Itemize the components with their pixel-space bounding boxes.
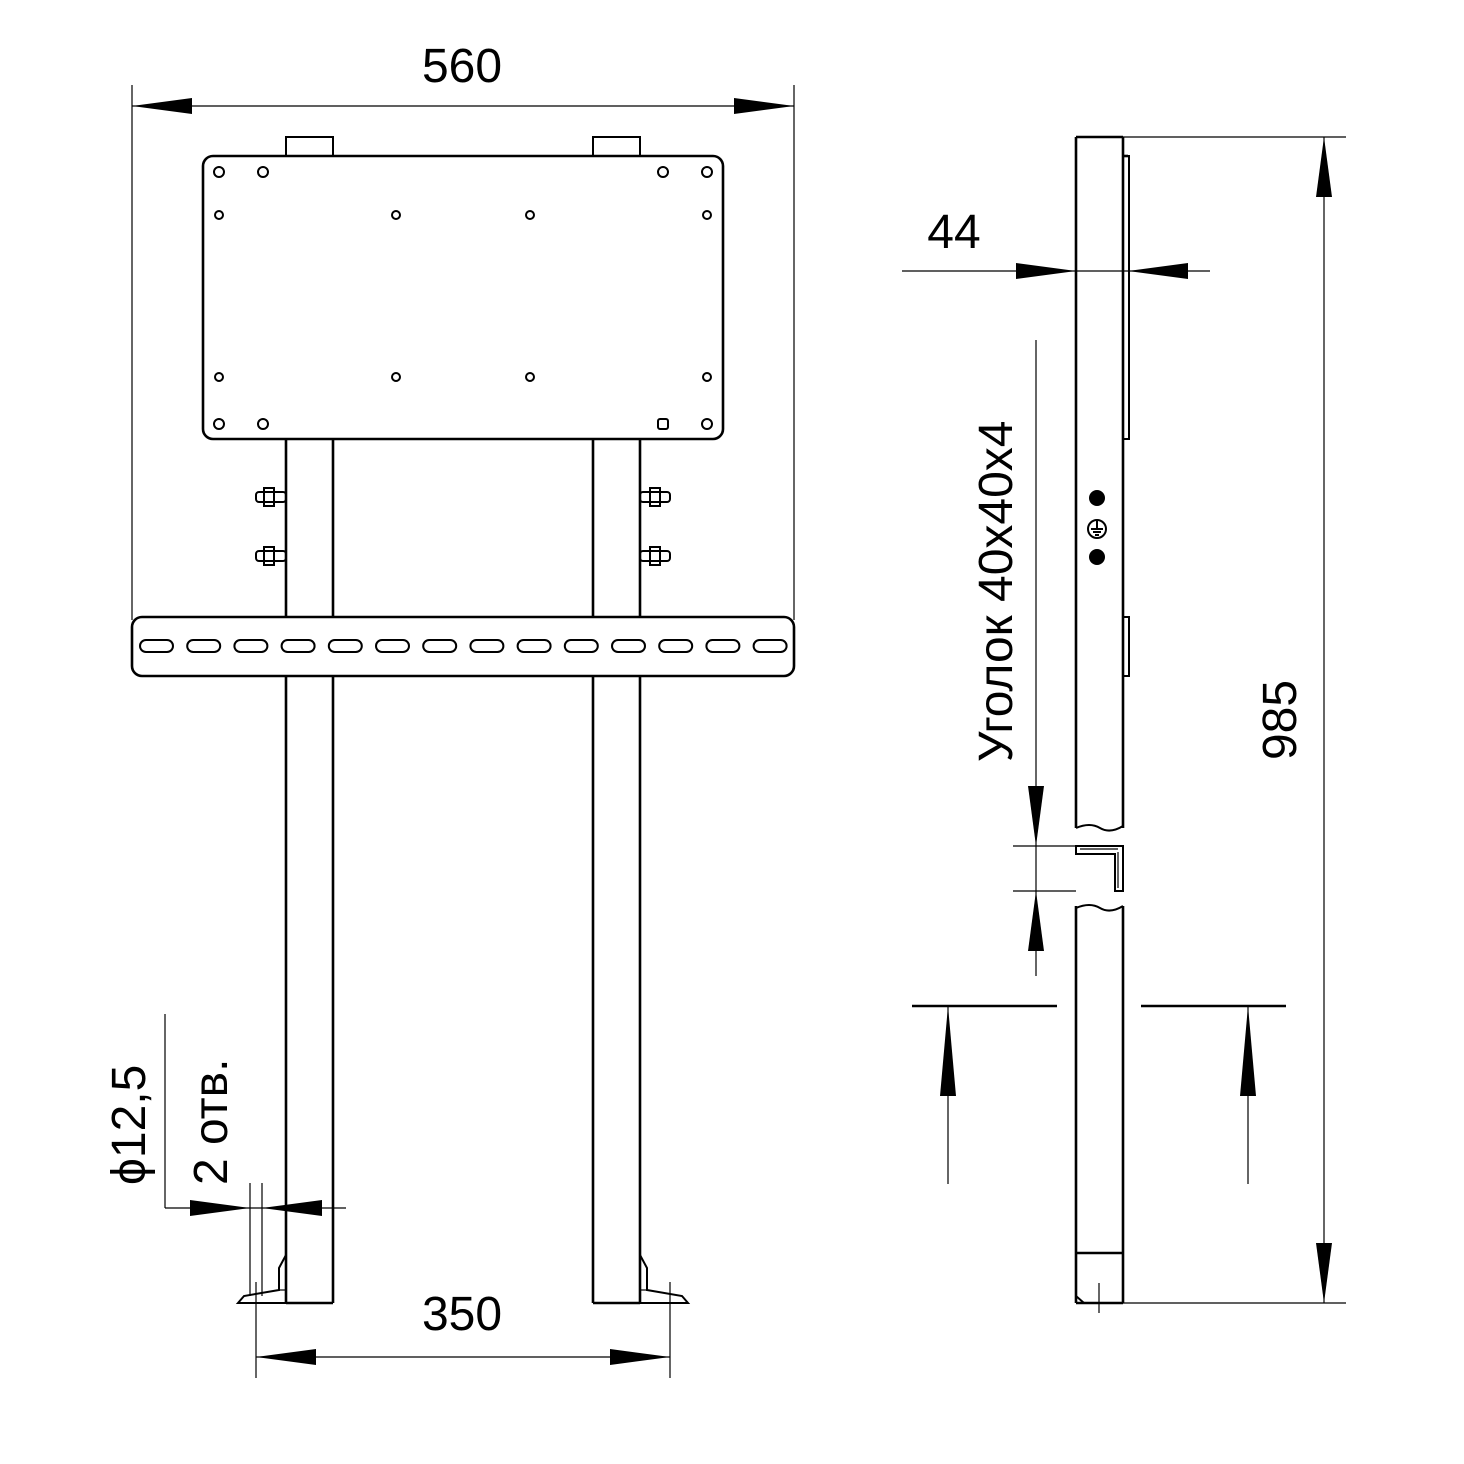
crossbar bbox=[130, 615, 796, 678]
mounting-plate bbox=[201, 154, 725, 441]
side-post-lower bbox=[1074, 904, 1125, 1313]
depth-label: 44 bbox=[927, 206, 980, 259]
top-tab-left bbox=[285, 136, 334, 157]
side-post-upper bbox=[1074, 135, 1130, 832]
section-marker-right bbox=[1141, 1004, 1286, 1184]
crossbar-slot bbox=[422, 639, 458, 653]
crossbar-slot bbox=[752, 639, 788, 653]
crossbar-slots bbox=[139, 639, 788, 653]
clamp-bolts bbox=[255, 487, 671, 566]
crossbar-slot bbox=[705, 639, 741, 653]
crossbar-slot bbox=[469, 639, 505, 653]
post-left bbox=[284, 439, 335, 1305]
hole-diameter-label: ϕ12,5 bbox=[103, 1065, 156, 1185]
crossbar-slot bbox=[658, 639, 694, 653]
dimension-overall-width: 560 bbox=[131, 40, 795, 620]
crossbar-slot bbox=[139, 639, 174, 653]
front-view: 560 bbox=[103, 40, 796, 1378]
angle-section bbox=[1075, 845, 1124, 892]
ground-icon bbox=[1087, 519, 1107, 539]
angle-profile-label: Уголок 40х40х4 bbox=[970, 421, 1023, 762]
crossbar-slot bbox=[375, 639, 410, 653]
section-marker-left bbox=[912, 1004, 1057, 1184]
crossbar-slot bbox=[186, 639, 222, 653]
crossbar-slot bbox=[233, 639, 269, 653]
crossbar-slot bbox=[563, 639, 599, 653]
dimension-angle: Уголок 40х40х4 bbox=[970, 340, 1076, 976]
dimension-depth: 44 bbox=[902, 206, 1210, 279]
foot-spacing-label: 350 bbox=[422, 1288, 502, 1341]
foot-right bbox=[639, 1254, 691, 1304]
grounding-bolts bbox=[1089, 490, 1105, 565]
crossbar-slot bbox=[516, 639, 552, 653]
dimension-hole: ϕ12,5 2 отв. bbox=[103, 1014, 346, 1296]
side-view: 44 Уголок 40х40х4 985 bbox=[902, 135, 1346, 1313]
dimension-height: 985 bbox=[1123, 136, 1346, 1304]
dimension-foot-spacing: 350 bbox=[255, 1282, 671, 1378]
post-right bbox=[591, 439, 642, 1305]
overall-width-label: 560 bbox=[422, 40, 502, 93]
mounting-holes bbox=[213, 166, 713, 430]
height-label: 985 bbox=[1254, 680, 1307, 760]
crossbar-slot bbox=[280, 639, 316, 653]
crossbar-slot bbox=[611, 639, 646, 653]
hole-count-label: 2 отв. bbox=[185, 1059, 238, 1186]
top-tab-right bbox=[592, 136, 641, 157]
crossbar-slot bbox=[327, 639, 363, 653]
